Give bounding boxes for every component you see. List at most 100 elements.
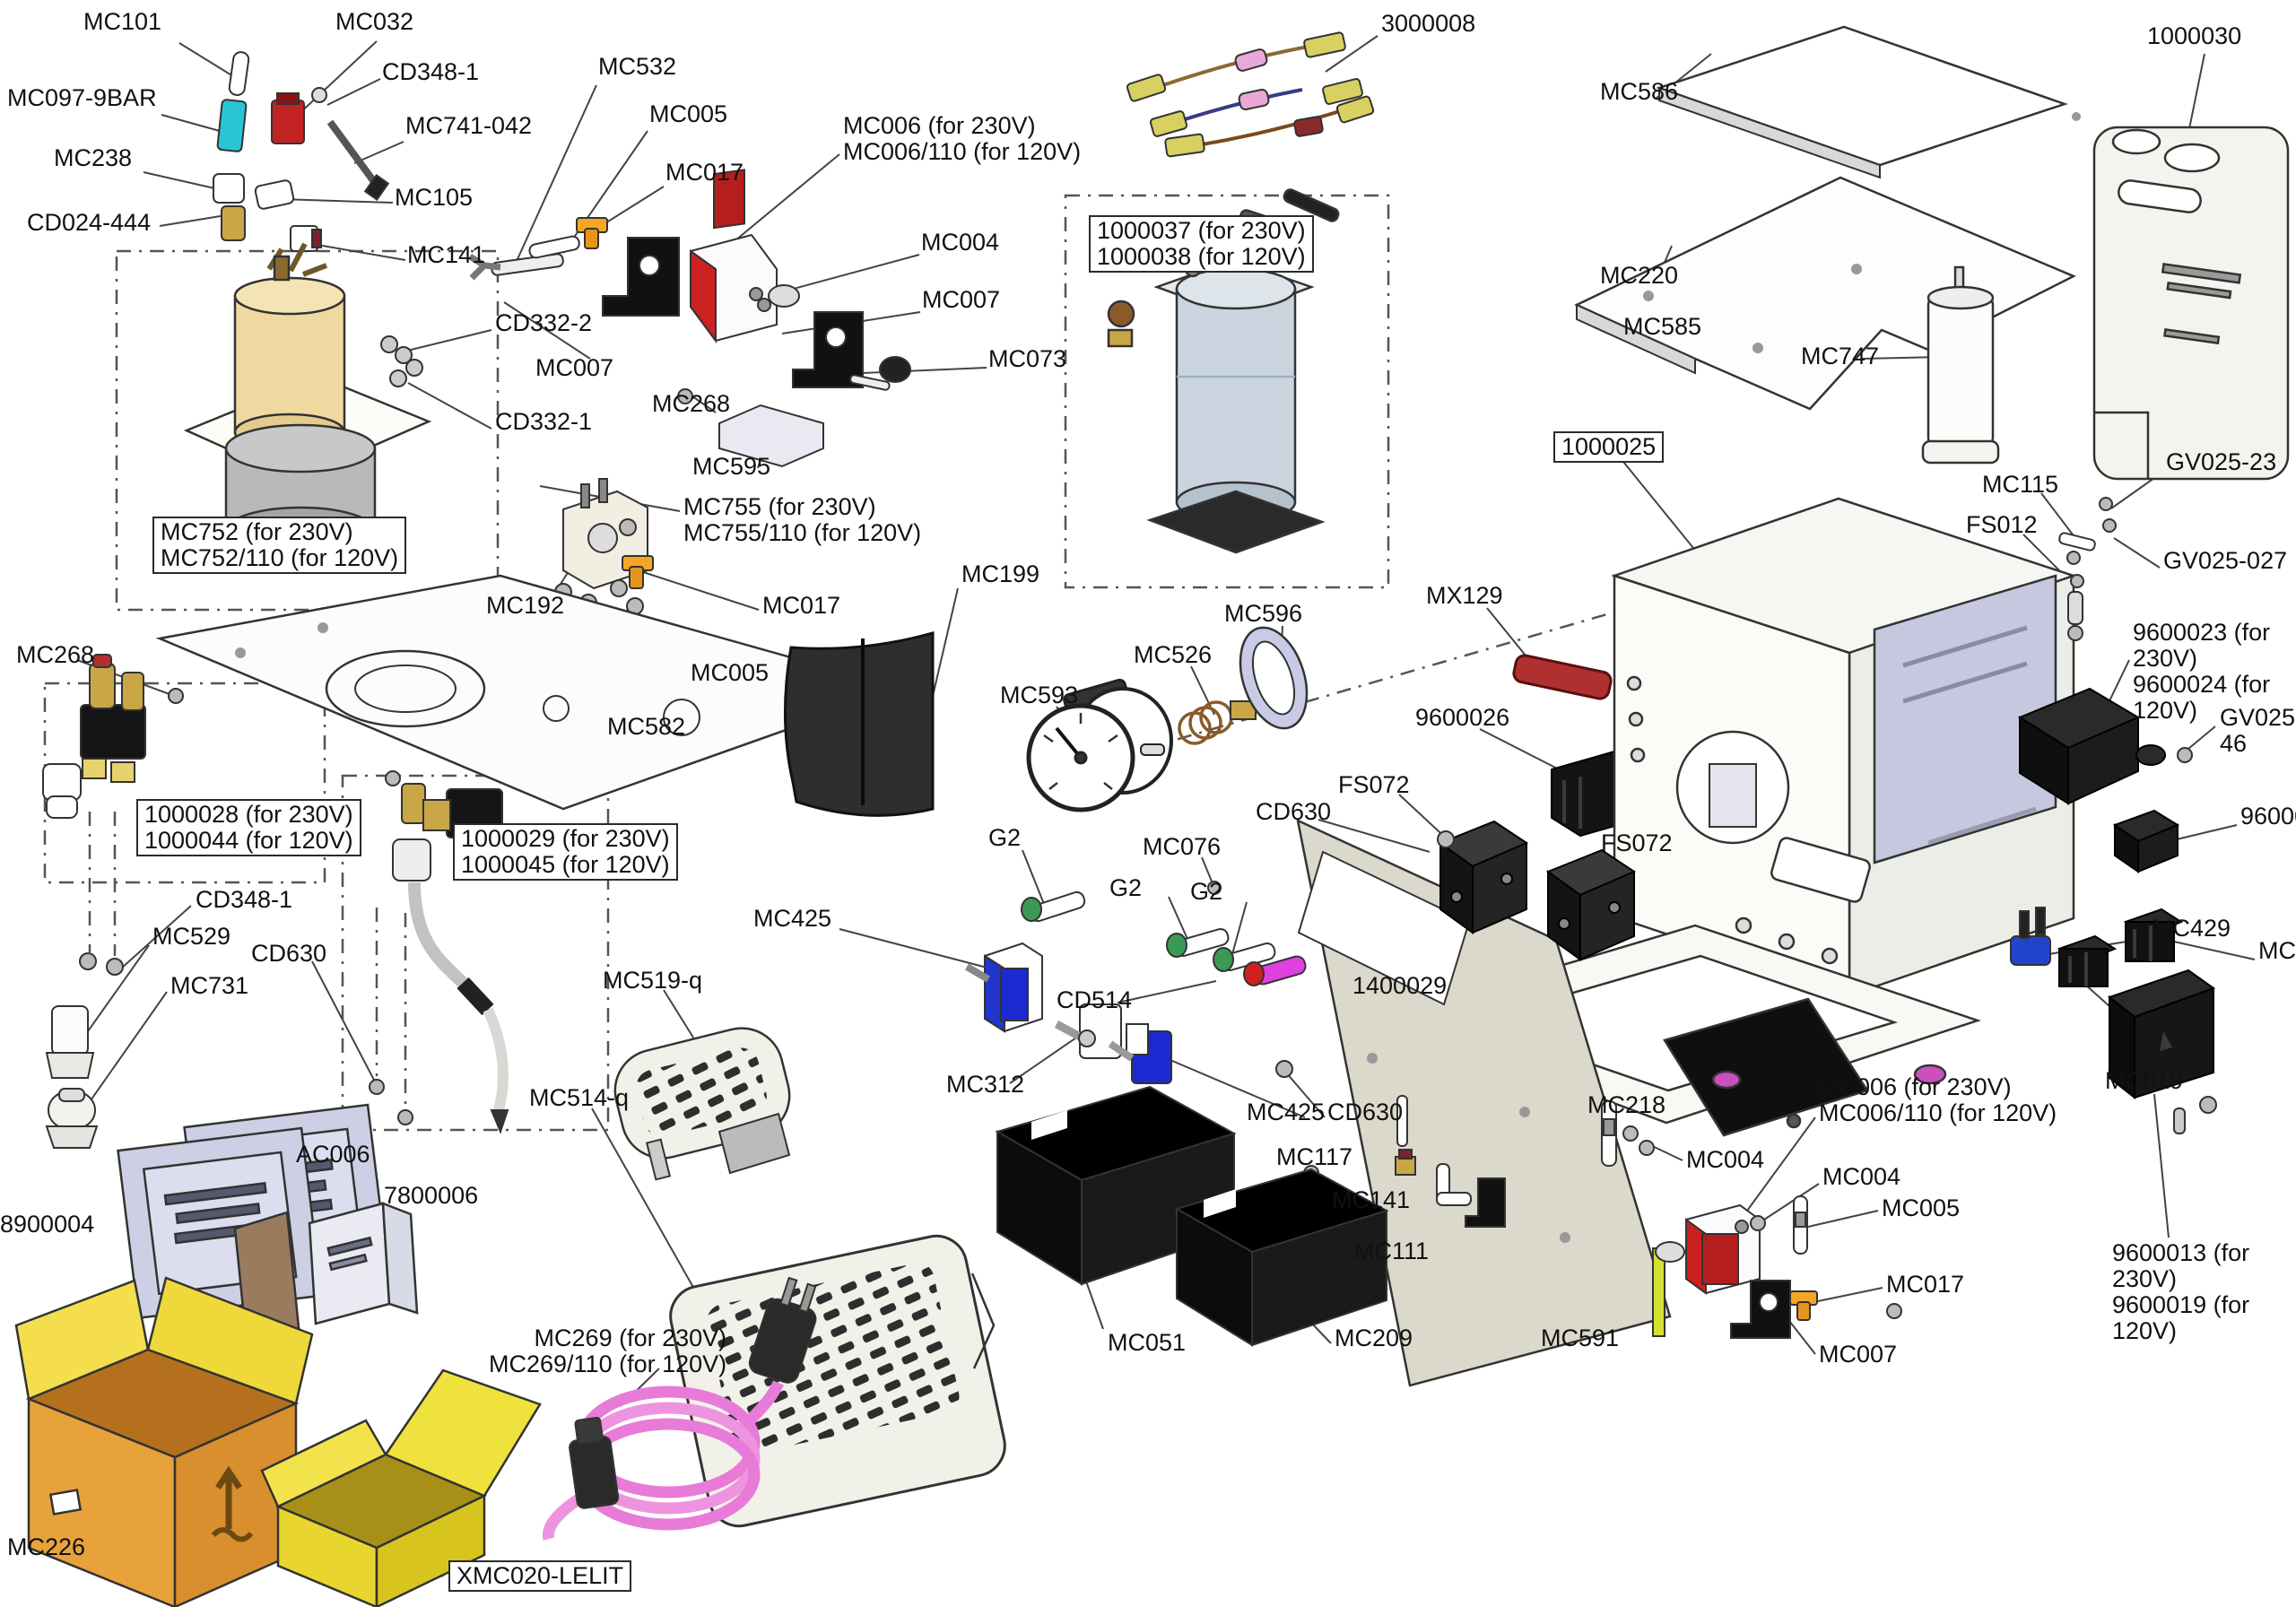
part-label-mc097-9bar: MC097-9BAR xyxy=(7,84,157,111)
part-label-mc425b: MC425 xyxy=(1247,1099,1326,1125)
part-label-box1000028: 1000028 (for 230V) 1000044 (for 120V) xyxy=(136,799,361,857)
part-label-mc747: MC747 xyxy=(1801,343,1880,369)
pressure-gauge xyxy=(1026,678,1173,812)
part-label-mc269: MC269 (for 230V) MC269/110 (for 120V) xyxy=(489,1325,727,1378)
part-label-mc032: MC032 xyxy=(335,8,414,35)
part-label-cd630c: CD630 xyxy=(1327,1099,1404,1125)
part-label-mc115: MC115 xyxy=(1982,471,2059,498)
shipping-carton-small xyxy=(260,1368,542,1607)
part-label-mc755: MC755 (for 230V) MC755/110 (for 120V) xyxy=(683,493,922,547)
thermo-screw-stack xyxy=(2058,497,2117,641)
part-label-mc005a: MC005 xyxy=(649,100,728,127)
part-label-mc004d: MC004 xyxy=(1822,1163,1901,1190)
rocker-switch-mc425-right xyxy=(1108,1023,1172,1084)
part-label-mc007b: MC007 xyxy=(535,354,614,381)
part-label-mc591: MC591 xyxy=(1541,1325,1620,1351)
part-label-cd348-1b: CD348-1 xyxy=(196,886,293,913)
part-label-mc582: MC582 xyxy=(607,713,686,740)
part-label-mc019: MC019 xyxy=(2105,1067,2184,1094)
part-label-mc006a: MC006 (for 230V) MC006/110 (for 120V) xyxy=(843,112,1082,166)
part-label-mc051: MC051 xyxy=(1108,1329,1187,1356)
side-curved-panel xyxy=(783,631,935,817)
valve-screw-dashed xyxy=(88,812,117,956)
part-label-box1000025: 1000025 xyxy=(1553,431,1665,464)
part-label-mc141a: MC141 xyxy=(407,241,486,268)
heating-indicator-part xyxy=(1512,654,1613,700)
part-label-mc007c: MC007 xyxy=(1819,1341,1898,1368)
part-label-mc532: MC532 xyxy=(598,53,677,80)
part-label-mc529: MC529 xyxy=(152,923,231,950)
part-label-fs072b: FS072 xyxy=(1601,830,1673,856)
part-label-g2c: G2 xyxy=(1190,878,1223,905)
part-label-mc020: MC020 xyxy=(2258,937,2296,964)
part-label-mc238: MC238 xyxy=(54,144,133,171)
small-tubes-fittings xyxy=(1395,1095,1617,1228)
relay-9600008 xyxy=(2112,809,2180,873)
boiler-group-box xyxy=(1064,194,1390,589)
nut-cd630-a xyxy=(1437,830,1455,848)
safety-valve-fittings-cluster xyxy=(213,51,390,252)
part-label-mc741-042: MC741-042 xyxy=(405,112,533,139)
part-label-mc429: MC429 xyxy=(2152,915,2231,942)
part-label-g2b: G2 xyxy=(1109,874,1143,901)
solenoid-valve-group-left xyxy=(42,654,146,976)
thermostat-fs072-left xyxy=(1438,820,1529,934)
switch-bracket-cluster xyxy=(380,169,911,468)
part-label-p9600008: 9600008 xyxy=(2240,803,2296,830)
thermostat-fs072-right xyxy=(1545,848,1637,961)
pressure-regulator-9600023 xyxy=(2017,687,2193,805)
part-label-cd348-1a: CD348-1 xyxy=(382,58,480,85)
part-label-mc007a: MC007 xyxy=(922,286,1001,313)
part-label-mc141b: MC141 xyxy=(1332,1186,1411,1213)
part-label-mc220: MC220 xyxy=(1600,262,1679,289)
axis-dashed-line xyxy=(1113,583,1709,760)
cup-tray-large xyxy=(995,1085,1237,1286)
valve-group-box xyxy=(43,682,326,884)
top-cover-large xyxy=(1574,176,2076,411)
boiler-assembly xyxy=(1107,188,1340,554)
rear-panel xyxy=(1296,818,1672,1387)
part-label-mc017c: MC017 xyxy=(1886,1271,1965,1298)
part-label-mc268a: MC268 xyxy=(652,390,731,417)
wand-screw-dashed xyxy=(375,908,407,1108)
part-label-ac006: AC006 xyxy=(296,1141,370,1168)
part-label-mc017a: MC017 xyxy=(665,159,744,186)
control-box-9600013 xyxy=(2107,969,2217,1134)
part-label-gv025-46: GV025-46 xyxy=(2220,704,2296,758)
part-label-mc593: MC593 xyxy=(1000,682,1079,708)
part-label-box1000029: 1000029 (for 230V) 1000045 (for 120V) xyxy=(453,823,678,882)
power-cord xyxy=(543,1276,817,1541)
part-label-cd332-1: CD332-1 xyxy=(495,408,593,435)
part-label-p7800006: 7800006 xyxy=(384,1182,479,1209)
part-label-mc006c: MC006 (for 230V) MC006/110 (for 120V) xyxy=(1819,1073,2057,1127)
switch-mc019 xyxy=(2057,934,2118,987)
group-boundaries xyxy=(43,194,1709,1132)
part-label-p9600023: 9600023 (for 230V) 9600024 (for 120V) xyxy=(2133,619,2271,725)
part-label-mc209: MC209 xyxy=(1335,1325,1413,1351)
part-label-g2a: G2 xyxy=(988,824,1022,851)
cup-tray-small xyxy=(1174,1168,1389,1347)
part-label-mc192: MC192 xyxy=(486,592,565,619)
indicator-lamps xyxy=(1021,881,1307,986)
part-label-mc226: MC226 xyxy=(7,1533,86,1560)
expansion-valve xyxy=(45,1005,95,1079)
part-label-box-mc752: MC752 (for 230V) MC752/110 (for 120V) xyxy=(152,517,407,575)
top-cover-small xyxy=(1656,25,2081,179)
part-label-mc004c: MC004 xyxy=(1686,1146,1765,1173)
shipping-carton-large xyxy=(14,1276,314,1607)
part-label-p8900004: 8900004 xyxy=(0,1211,95,1238)
bottom-solenoid-cluster xyxy=(1622,1125,1902,1339)
gauge-gasket-ring xyxy=(1239,626,1309,730)
part-label-mc117: MC117 xyxy=(1276,1143,1353,1170)
part-label-mc073: MC073 xyxy=(988,345,1067,372)
chassis-body xyxy=(1611,497,2077,997)
vacuum-breaker xyxy=(45,1088,99,1149)
part-label-p1400029: 1400029 xyxy=(1352,972,1448,999)
rocker-switch-mc425-left xyxy=(964,942,1043,1033)
part-label-mc076: MC076 xyxy=(1143,833,1222,860)
part-label-mx129: MX129 xyxy=(1426,582,1503,609)
part-label-cd514: CD514 xyxy=(1057,986,1133,1013)
part-label-fs072a: FS072 xyxy=(1338,771,1410,798)
